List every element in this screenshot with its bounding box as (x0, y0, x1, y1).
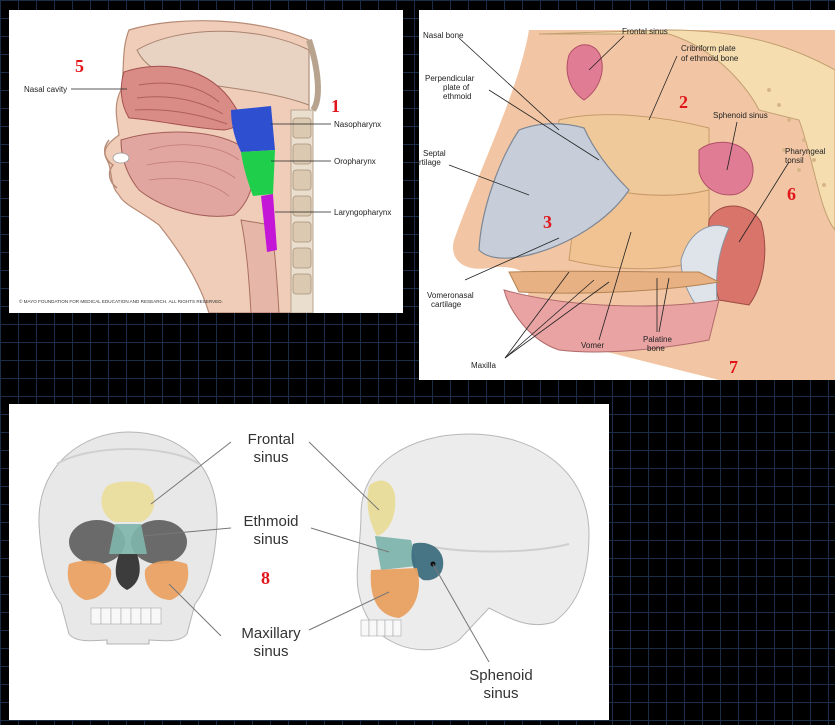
label-cribriform-line2: of ethmoid bone (681, 54, 739, 63)
label-vomeronasal-line2: cartilage (431, 300, 462, 309)
label-palatine-line1: Palatine (643, 335, 672, 344)
skull-front-view (38, 431, 218, 645)
label-perpendicular-line3: ethmoid (443, 92, 471, 101)
label-maxillary-line1: Maxillary (241, 625, 301, 642)
copyright-note: © MAYO FOUNDATION FOR MEDICAL EDUCATION … (19, 298, 223, 304)
panel1-number-1: 1 (331, 96, 340, 116)
palate (508, 270, 721, 294)
cranial-bone (538, 29, 835, 231)
label-frontal-line1: Frontal (248, 431, 295, 448)
panel1-number-5: 5 (75, 56, 84, 76)
frontal-sinus-region (566, 44, 603, 101)
label-septal-line2: rtilage (419, 158, 441, 167)
panel2-number-7: 7 (729, 357, 738, 377)
maxillary-sinus-front-right (144, 560, 189, 600)
skull-side-view (356, 433, 590, 651)
label-nasopharynx: Nasopharynx (334, 120, 381, 129)
label-pharyngeal-line1: Pharyngeal (785, 147, 826, 156)
label-cribriform-line1: Cribriform plate (681, 44, 736, 53)
nasal-septum-illustration: 2 3 6 7 Nasal bone Frontal sinus Cribrif… (419, 27, 835, 380)
laryngopharynx-region (261, 194, 277, 252)
label-frontal-sinus: Frontal sinus (622, 27, 668, 36)
septal-cartilage-region (478, 123, 630, 259)
label-vomer: Vomer (581, 341, 604, 350)
skull-sinuses-illustration: Frontal sinus Ethmoid sinus Maxillary si… (38, 431, 590, 702)
ethmoid-sinus-side (375, 536, 417, 570)
label-pharyngeal-line2: tonsil (785, 156, 804, 165)
paranasal-sinuses-panel: Frontal sinus Ethmoid sinus Maxillary si… (9, 404, 609, 720)
sphenoid-sinus-side (411, 542, 444, 581)
label-maxillary-line2: sinus (253, 643, 288, 660)
label-sphenoid-sinus: Sphenoid sinus (713, 111, 768, 120)
label-sphenoid-line2: sinus (483, 685, 518, 702)
label-palatine-line2: bone (647, 344, 665, 353)
label-sphenoid-line1: Sphenoid (469, 667, 532, 684)
maxillary-sinus-front-left (67, 560, 112, 600)
label-maxilla: Maxilla (471, 361, 496, 370)
label-oropharynx: Oropharynx (334, 157, 376, 166)
nasal-septum-panel: 2 3 6 7 Nasal bone Frontal sinus Cribrif… (419, 10, 835, 380)
frontal-sinus-front (101, 481, 155, 522)
label-perpendicular-line2: plate of (443, 83, 470, 92)
oropharynx-region (241, 150, 275, 196)
label-perpendicular-line1: Perpendicular (425, 74, 475, 83)
maxillary-sinus-side (370, 568, 419, 618)
nasal-turbinates (134, 82, 228, 125)
panel3-number-8: 8 (261, 568, 270, 588)
frontal-sinus-side (367, 480, 396, 536)
ethmoid-sinus-front (109, 524, 147, 554)
panel2-number-6: 6 (787, 184, 796, 204)
label-frontal-line2: sinus (253, 449, 288, 466)
bone-texture (767, 88, 826, 187)
pharynx-illustration: 5 1 Nasal cavity Nasopharynx Oropharynx … (19, 20, 391, 313)
tongue (120, 131, 254, 217)
label-laryngopharynx: Laryngopharynx (334, 208, 391, 217)
sphenoid-sinus-region (698, 141, 754, 196)
pharynx-diagram-panel: 5 1 Nasal cavity Nasopharynx Oropharynx … (9, 10, 403, 313)
panel2-number-3: 3 (543, 212, 552, 232)
label-nasal-bone: Nasal bone (423, 31, 464, 40)
label-ethmoid-line2: sinus (253, 531, 288, 548)
leader-lines (448, 35, 790, 359)
label-vomeronasal-line1: Vomeronasal (427, 291, 474, 300)
label-ethmoid-line1: Ethmoid (243, 513, 298, 530)
panel2-number-2: 2 (679, 92, 688, 112)
panel3-leader-lines (142, 441, 490, 663)
nasopharynx-region (231, 106, 275, 152)
label-nasal-cavity: Nasal cavity (24, 85, 67, 94)
label-septal-line1: Septal (423, 149, 446, 158)
